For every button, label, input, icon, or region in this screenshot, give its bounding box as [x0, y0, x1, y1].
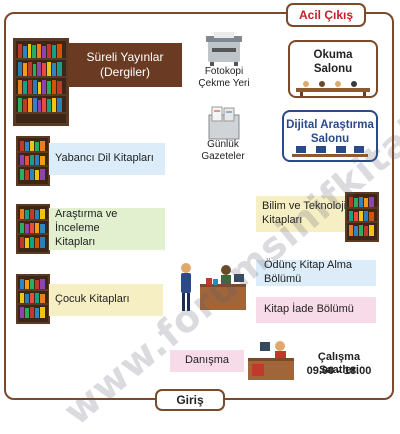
bookshelf-icon — [345, 192, 379, 242]
bookshelf-icon — [16, 136, 50, 186]
librarian-desk-icon — [181, 263, 246, 311]
book-lending-section: Ödünç Kitap Alma Bölümü — [256, 259, 376, 286]
foreign-language-books-section: Yabancı Dil Kitapları — [49, 143, 165, 175]
emergency-exit-label: Acil Çıkış — [286, 3, 366, 27]
newspaper-stand-icon — [208, 106, 240, 140]
science-technology-books-section: Bilim ve Teknoloji Kitapları — [256, 196, 348, 232]
photocopier-icon — [206, 32, 242, 66]
opening-hours-value: 09.00 - 18.00 — [306, 365, 372, 377]
bookshelf-icon — [16, 204, 50, 254]
reading-room-label: Okuma Salonu — [313, 49, 353, 76]
entrance-label: Giriş — [155, 389, 225, 411]
digital-research-room: Dijital Araştırma Salonu — [282, 110, 378, 162]
research-review-books-section: Araştırma ve İnceleme Kitapları — [49, 208, 165, 250]
information-desk-icon — [248, 341, 294, 380]
bookshelf-icon — [13, 38, 69, 126]
digital-research-label: Dijital Araştırma Salonu — [286, 119, 374, 146]
opening-hours-title: Çalışma Saatleri — [317, 351, 361, 377]
children-books-section: Çocuk Kitapları — [49, 284, 163, 316]
periodicals-section: Süreli Yayınlar (Dergiler) — [68, 43, 182, 87]
computer-desks-icon — [292, 146, 368, 157]
photocopy-label: Fotokopi Çekme Yeri — [198, 66, 250, 89]
newspapers-label: Günlük Gazeteler — [201, 139, 245, 162]
reading-tables-icon — [296, 81, 370, 96]
book-return-section: Kitap İade Bölümü — [256, 297, 376, 323]
information-desk-section: Danışma — [170, 350, 244, 372]
reading-room: Okuma Salonu — [288, 40, 378, 98]
bookshelf-icon — [16, 274, 50, 324]
